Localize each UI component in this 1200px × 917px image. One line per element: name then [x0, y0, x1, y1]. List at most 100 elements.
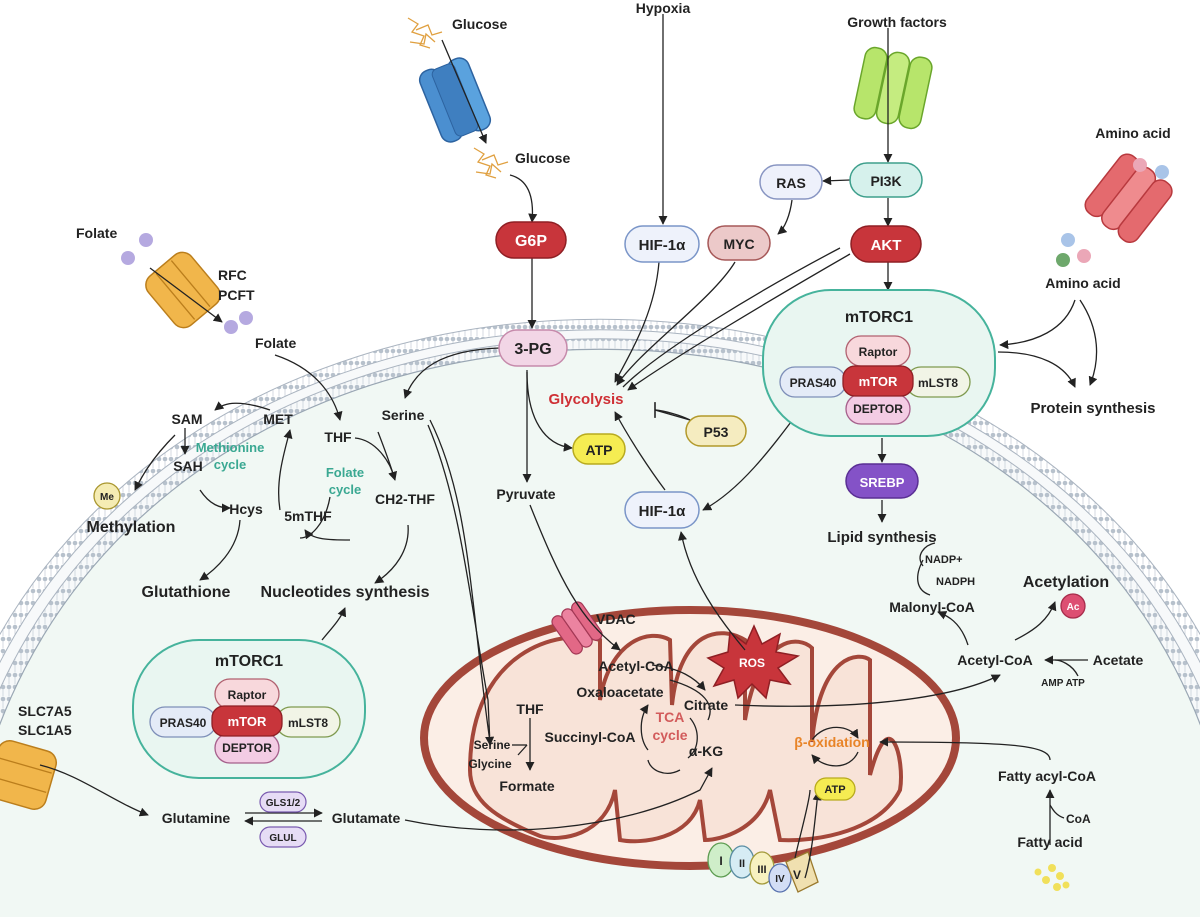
- electron-transport-chain: I II III IV V: [707, 842, 819, 893]
- amp-atp-label: AMP ATP: [1041, 678, 1085, 689]
- svg-text:Ac: Ac: [1067, 602, 1080, 613]
- svg-text:GLUL: GLUL: [269, 833, 296, 844]
- slc7a5-label: SLC7A5: [18, 703, 72, 719]
- ch2-thf-label: CH2-THF: [375, 491, 435, 507]
- svg-text:GLS1/2: GLS1/2: [266, 798, 301, 809]
- amino-acid-molecules: [1056, 158, 1169, 267]
- ros-label: ROS: [739, 656, 765, 670]
- svg-text:AKT: AKT: [871, 237, 902, 254]
- slc-transporter: [0, 739, 58, 811]
- complex-v-label: V: [793, 868, 801, 882]
- acetyl-badge: Ac: [1060, 593, 1086, 619]
- p53-inhibition: [654, 402, 691, 421]
- connectors: [39, 14, 1098, 879]
- tca-label-1: TCA: [656, 709, 685, 725]
- thf-label: THF: [324, 429, 352, 445]
- fatty-acid-molecules: [1034, 864, 1070, 891]
- acetyl-coa-cyto-label: Acetyl-CoA: [957, 652, 1032, 668]
- nucleotides-label: Nucleotides synthesis: [261, 584, 430, 601]
- complex-i-label: I: [719, 854, 722, 868]
- svg-text:PRAS40: PRAS40: [790, 376, 837, 390]
- ras-node: RAS: [759, 164, 823, 200]
- succinyl-coa-label: Succinyl-CoA: [544, 729, 635, 745]
- hcys-label: Hcys: [229, 501, 263, 517]
- acetylation-label: Acetylation: [1023, 574, 1109, 591]
- acetyl-coa-mito-label: Acetyl-CoA: [598, 658, 673, 674]
- growth-factors-label: Growth factors: [847, 14, 947, 30]
- mtorc1-complex-left: mTORC1 Raptor PRAS40 mLST8 DEPTOR mTOR: [132, 639, 366, 779]
- svg-text:Raptor: Raptor: [859, 345, 898, 359]
- hif1a-mid-node: HIF-1α: [624, 491, 700, 529]
- svg-text:mTORC1: mTORC1: [845, 309, 913, 326]
- svg-text:mLST8: mLST8: [918, 376, 958, 390]
- atp-node: ATP: [572, 433, 626, 465]
- svg-text:DEPTOR: DEPTOR: [222, 741, 272, 755]
- protein-synthesis-label: Protein synthesis: [1030, 400, 1155, 417]
- svg-text:mTORC1: mTORC1: [215, 653, 283, 670]
- svg-text:mLST8: mLST8: [288, 716, 328, 730]
- glycolysis-label: Glycolysis: [548, 391, 623, 408]
- glucose-particles-inside: [473, 147, 509, 179]
- citrate-label: Citrate: [684, 697, 729, 713]
- svg-text:G6P: G6P: [515, 233, 547, 250]
- svg-text:ATP: ATP: [586, 442, 613, 458]
- thf-mito-label: THF: [516, 701, 544, 717]
- fatty-acyl-coa-label: Fatty acyl-CoA: [998, 768, 1096, 784]
- amino-acid-inside-label: Amino acid: [1045, 275, 1120, 291]
- glucose-inside-label: Glucose: [515, 150, 570, 166]
- met-label: MET: [263, 411, 293, 427]
- p53-node: P53: [685, 415, 747, 447]
- serine-mito-label: Serine: [474, 738, 511, 752]
- pi3k-node: PI3K: [849, 162, 923, 198]
- svg-text:HIF-1α: HIF-1α: [639, 237, 687, 254]
- folate-cycle-label-1: Folate: [326, 465, 364, 480]
- serine-label: Serine: [382, 407, 425, 423]
- sam-label: SAM: [171, 411, 202, 427]
- svg-text:HIF-1α: HIF-1α: [639, 503, 687, 520]
- svg-text:Raptor: Raptor: [228, 688, 267, 702]
- glutathione-label: Glutathione: [142, 584, 231, 601]
- methionine-cycle-label-1: Methionine: [196, 440, 265, 455]
- vdac-channel: [551, 601, 603, 655]
- tca-label-2: cycle: [652, 727, 687, 743]
- mtorc1-complex-right: mTORC1 Raptor PRAS40 mLST8 DEPTOR mTOR: [762, 289, 996, 437]
- slc1a5-label: SLC1A5: [18, 722, 72, 738]
- svg-text:P53: P53: [704, 424, 729, 440]
- glucose-transporter: [418, 57, 492, 143]
- mito-atp-node: ATP: [814, 777, 856, 801]
- akt-node: AKT: [850, 225, 922, 263]
- malonyl-coa-label: Malonyl-CoA: [889, 599, 975, 615]
- svg-text:DEPTOR: DEPTOR: [853, 402, 903, 416]
- folate-inside-label: Folate: [255, 335, 296, 351]
- methyl-badge: Me: [93, 482, 121, 510]
- ros-burst: [706, 624, 801, 700]
- akg-label: α-KG: [689, 743, 723, 759]
- amino-acid-outside-label: Amino acid: [1095, 125, 1170, 141]
- glucose-particles-outside: [407, 17, 443, 49]
- lipid-synthesis-label: Lipid synthesis: [827, 529, 936, 546]
- mitochondrion: [420, 606, 960, 870]
- glycine-mito-label: Glycine: [468, 757, 512, 771]
- svg-text:mTOR: mTOR: [228, 714, 267, 729]
- complex-ii-label: II: [739, 858, 745, 870]
- svg-text:mTOR: mTOR: [859, 374, 898, 389]
- folate-cycle-label-2: cycle: [329, 482, 362, 497]
- g6p-node: G6P: [495, 221, 567, 259]
- glutamate-label: Glutamate: [332, 810, 401, 826]
- nadph-label: NADPH: [936, 576, 975, 588]
- beta-oxidation-label: β-oxidation: [794, 734, 869, 750]
- 3pg-node: 3-PG: [498, 329, 568, 367]
- 5mthf-label: 5mTHF: [284, 508, 332, 524]
- fatty-acid-label: Fatty acid: [1017, 834, 1082, 850]
- amino-acid-transporter: [1084, 153, 1173, 244]
- svg-text:RAS: RAS: [776, 175, 806, 191]
- methylation-label: Methylation: [87, 519, 176, 536]
- folate-transporter: [145, 251, 221, 329]
- complex-iv-label: IV: [775, 874, 785, 885]
- folate-outside-label: Folate: [76, 225, 117, 241]
- oxaloacetate-label: Oxaloacetate: [576, 684, 663, 700]
- svg-text:PI3K: PI3K: [870, 173, 901, 189]
- methionine-cycle-label-2: cycle: [214, 457, 247, 472]
